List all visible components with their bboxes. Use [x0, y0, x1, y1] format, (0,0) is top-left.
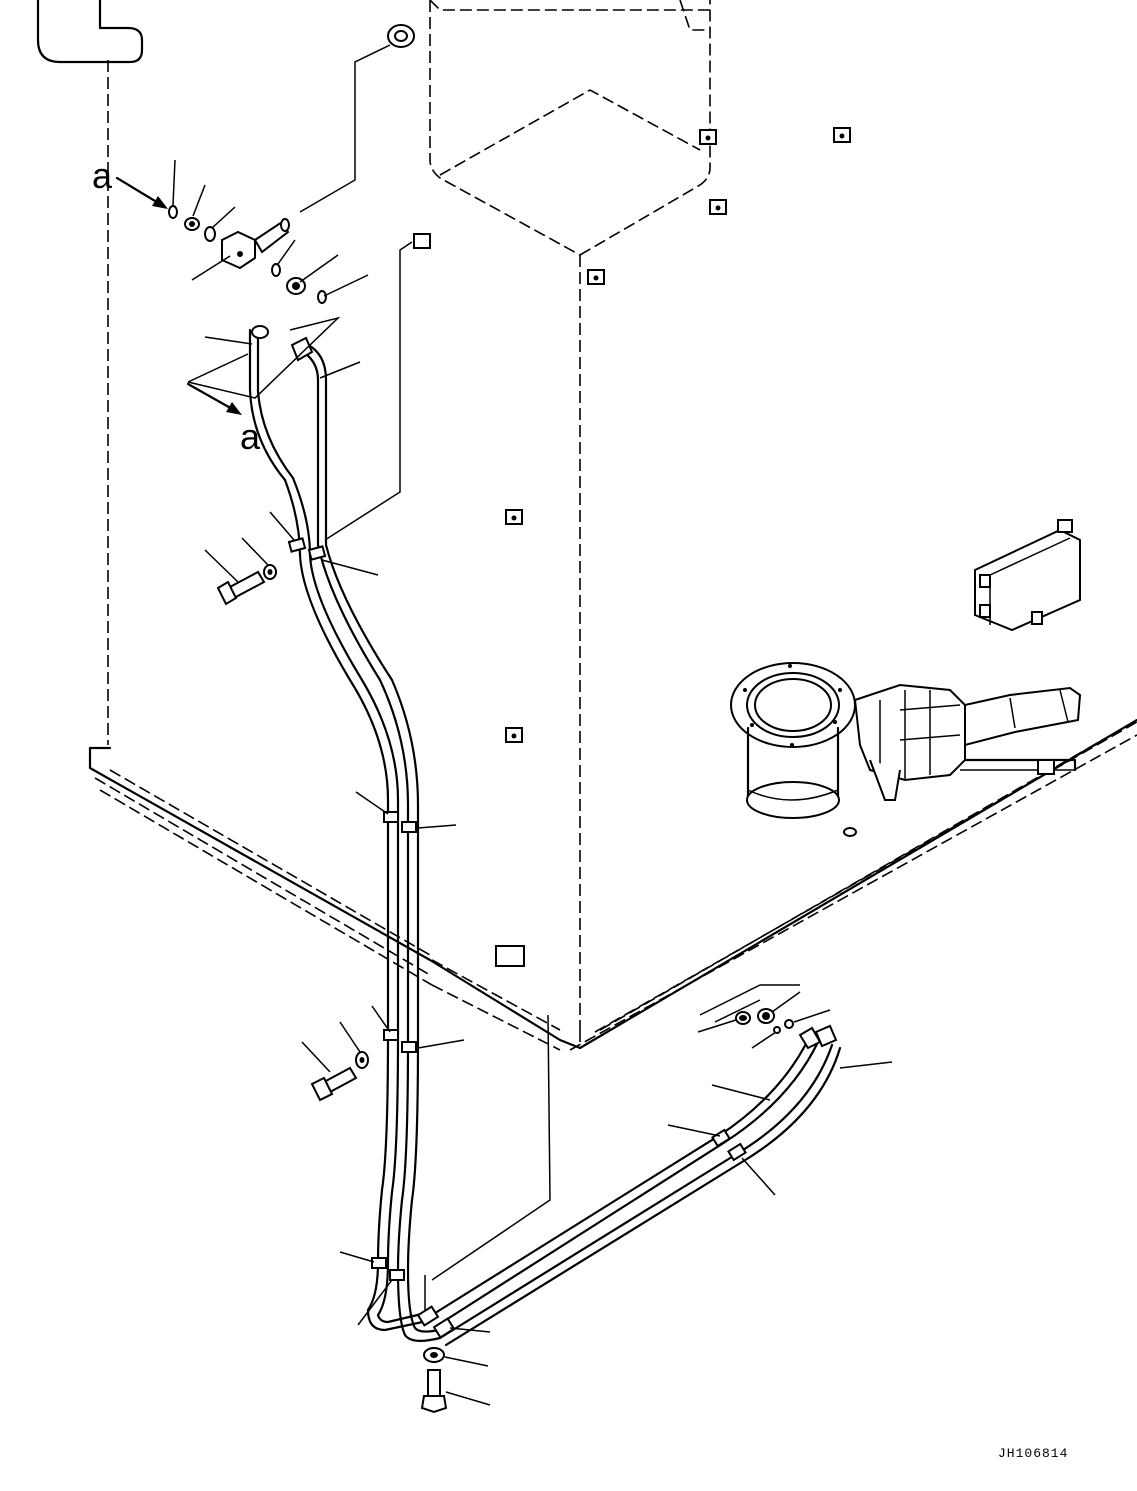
upper-fittings — [168, 44, 391, 304]
bracket-line — [324, 241, 413, 541]
bolt-bottom — [420, 1347, 448, 1414]
view-marker-a-middle: a — [186, 382, 261, 457]
pump-assembly — [730, 662, 1082, 837]
view-marker-a-top: a — [92, 155, 168, 209]
junction-box — [974, 519, 1081, 632]
drawing-number: JH106814 — [998, 1446, 1068, 1461]
bracket-line-lower — [431, 1014, 551, 1281]
mounting-bosses — [413, 127, 1055, 967]
hose-assembly-bottom — [416, 1008, 842, 1347]
hose-assembly-left — [248, 325, 442, 1342]
bolt-middle — [310, 1051, 369, 1102]
bolt-upper — [216, 564, 277, 606]
view-marker-label: a — [240, 416, 261, 457]
grommet — [387, 24, 415, 48]
view-marker-label: a — [92, 155, 113, 196]
tank-housing-outline — [36, 0, 1137, 1051]
leader-lines — [172, 159, 893, 1406]
